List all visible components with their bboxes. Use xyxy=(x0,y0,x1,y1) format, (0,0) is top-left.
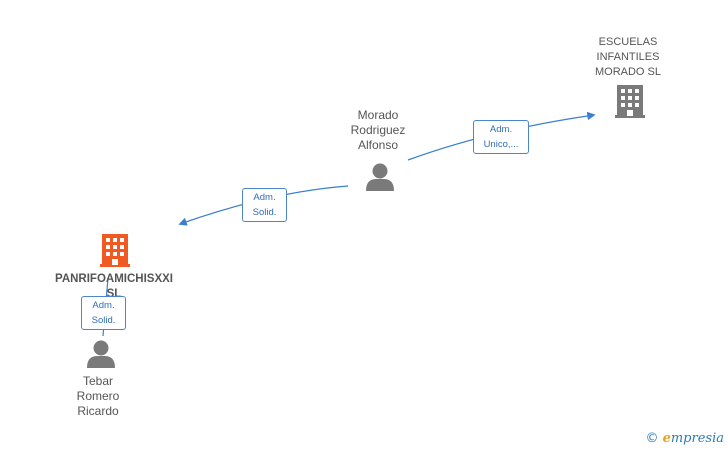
brand-watermark: © empresia xyxy=(645,431,724,446)
person-label-tebar[interactable]: Tebar Romero Ricardo xyxy=(76,374,120,418)
person-icon[interactable] xyxy=(87,340,115,369)
copyright-icon: © xyxy=(645,431,659,446)
company-label-escuelas[interactable]: ESCUELAS INFANTILES MORADO SL xyxy=(594,36,661,78)
edge-tag-tebar-panrifo[interactable]: Adm. Solid. xyxy=(81,296,126,330)
edge-tag-morado-panrifo[interactable]: Adm. Solid. xyxy=(242,188,287,222)
brand-logo-initial: e xyxy=(662,431,671,446)
edge-tag-morado-escuelas[interactable]: Adm. Unico,... xyxy=(473,120,529,154)
person-icon[interactable] xyxy=(366,163,394,192)
brand-logo-text: mpresia xyxy=(670,431,724,446)
building-icon[interactable] xyxy=(100,234,130,267)
building-icon[interactable] xyxy=(615,85,645,118)
company-label-panrifo[interactable]: PANRIFOAMICHISXXI SL xyxy=(55,273,173,296)
person-label-morado[interactable]: Morado Rodriguez Alfonso xyxy=(350,108,406,152)
